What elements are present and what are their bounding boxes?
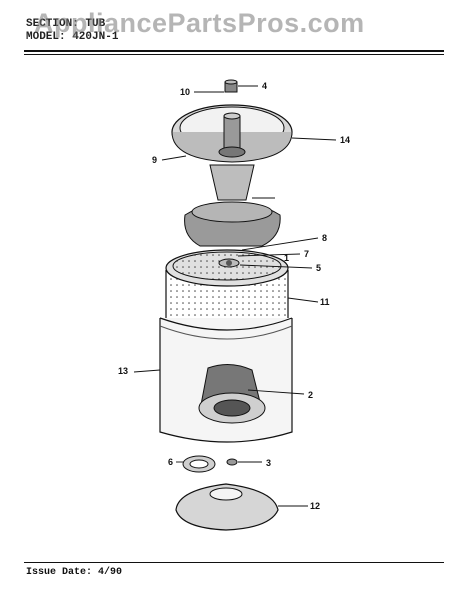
- callout-2: 2: [308, 390, 313, 400]
- callout-12: 12: [310, 501, 320, 511]
- part-tub-ring: [171, 104, 293, 163]
- callout-5: 5: [316, 263, 321, 273]
- footer-rule: [24, 562, 444, 563]
- callout-8: 8: [322, 233, 327, 243]
- callout-6: 6: [168, 457, 173, 467]
- part-seal-ring: [182, 455, 216, 473]
- callout-labels: 1 2 3 4 5 6 7 8 9 10 11 12 13 14: [118, 81, 350, 511]
- callout-3: 3: [266, 458, 271, 468]
- page-header: SECTION: TUB MODEL: 420JN-1 AppliancePar…: [0, 0, 458, 60]
- callout-9: 9: [152, 155, 157, 165]
- callout-7: 7: [304, 249, 309, 259]
- watermark-logo: AppliancePartsPros.com: [34, 8, 365, 38]
- callout-14: 14: [340, 135, 350, 145]
- part-tub-hub: [198, 364, 266, 424]
- callout-4: 4: [262, 81, 267, 91]
- header-rule-thin: [24, 54, 444, 55]
- part-tub-cover: [175, 483, 279, 531]
- part-nut: [226, 458, 238, 466]
- part-agitator-cap: [224, 79, 238, 93]
- leader-lines: [133, 85, 337, 507]
- callout-11: 11: [320, 297, 330, 307]
- header-rule: [24, 50, 444, 52]
- callout-1: 1: [284, 253, 289, 263]
- section-label: SECTION: TUB: [26, 18, 106, 30]
- callout-10: 10: [180, 87, 190, 97]
- callout-13: 13: [118, 366, 128, 376]
- issue-date: Issue Date: 4/90: [26, 567, 123, 578]
- part-agitator: [184, 164, 281, 247]
- model-label: MODEL: 420JN-1: [26, 31, 119, 43]
